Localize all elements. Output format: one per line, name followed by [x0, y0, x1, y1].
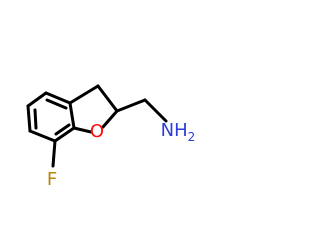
bond-c2-o: [101, 109, 119, 129]
molecule-diagram: O F NH2: [26, 84, 196, 190]
fluorine-label: F: [47, 169, 57, 190]
fluorine-atom: F: [47, 169, 57, 190]
bond-c6-c7: [28, 129, 57, 143]
double-bond-c4-c3a-inner: [45, 98, 68, 110]
bond-c7-f: [51, 139, 57, 168]
bond-c7a-c3a: [68, 101, 76, 130]
amine-group: NH2: [161, 120, 196, 144]
double-bond-c7-c7a-inner: [54, 123, 71, 136]
bond-c4-c5: [26, 91, 48, 108]
bond-c2-ch2: [115, 98, 147, 113]
amine-label: NH2: [161, 120, 196, 144]
benzene-ring: [26, 91, 76, 143]
bond-c5-c6: [26, 104, 32, 133]
bond-c7-c7a: [53, 126, 76, 143]
bond-c3-c2: [96, 84, 119, 113]
substituents: [51, 98, 168, 168]
oxygen-atom: O: [90, 121, 104, 142]
double-bond-c5-c6-inner: [33, 108, 38, 130]
oxygen-label: O: [90, 121, 104, 142]
bond-o-c7a: [72, 126, 93, 134]
bond-c3a-c3: [68, 84, 100, 105]
amine-subscript: 2: [188, 130, 196, 144]
dihydrofuran-ring: [68, 84, 119, 134]
bond-ch2-n: [143, 98, 168, 123]
bond-c3a-c4: [44, 91, 72, 105]
amine-symbol: NH: [161, 120, 188, 141]
